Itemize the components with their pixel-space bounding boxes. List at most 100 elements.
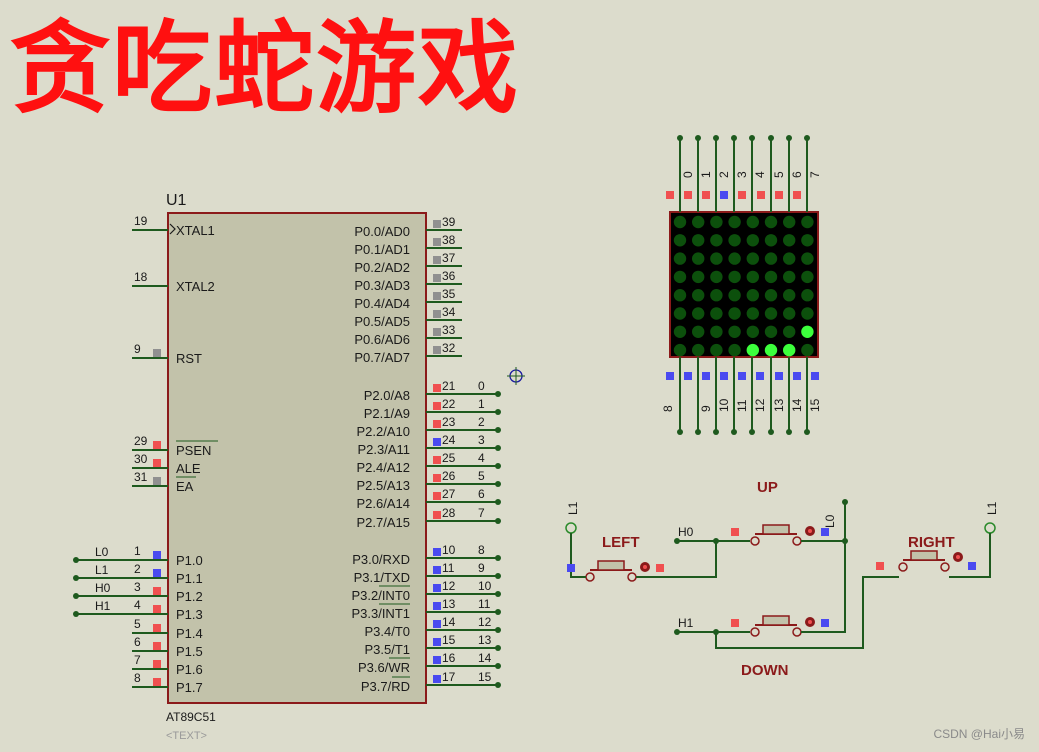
mcu-body <box>167 212 427 704</box>
net-label: 7 <box>478 506 485 520</box>
led-off <box>801 289 814 302</box>
matrix-bottom-pin-state <box>684 372 692 380</box>
net-label: 14 <box>478 651 492 665</box>
led-off <box>746 270 759 284</box>
down-button[interactable]: DOWN <box>741 615 815 679</box>
mcu-pin-state <box>153 678 161 686</box>
matrix-top-terminal <box>804 135 810 141</box>
mcu-pin-name: P3.1/TXD <box>354 570 410 585</box>
mcu-pin-state <box>153 569 161 577</box>
mcu-pin-state <box>153 660 161 668</box>
led-off <box>710 289 723 302</box>
mcu-pin-name: RST <box>176 351 202 366</box>
mcu-pin-state <box>433 511 441 519</box>
led-off <box>728 270 741 284</box>
net-terminal <box>495 409 501 415</box>
wire-l1-right <box>949 533 991 578</box>
mcu-pin-state <box>433 584 441 592</box>
mcu-pin-name: P2.0/A8 <box>364 388 410 403</box>
matrix-bottom-terminal <box>731 429 737 435</box>
switch-contact <box>750 536 760 546</box>
mcu-pin-number: 30 <box>134 452 148 466</box>
net-terminal <box>495 463 501 469</box>
led-off <box>710 234 723 247</box>
mcu-pin-state <box>433 220 441 228</box>
led-off <box>801 252 814 265</box>
switch-contact <box>627 572 637 582</box>
led-off <box>710 252 723 265</box>
mcu-pin-number: 34 <box>442 305 456 319</box>
net-label: 2 <box>478 415 485 429</box>
mcu-pin-state <box>433 292 441 300</box>
net-terminal <box>674 538 680 544</box>
led-off <box>710 325 723 338</box>
pin-state <box>731 528 739 536</box>
net-terminal <box>73 611 79 617</box>
pin-state <box>656 564 664 572</box>
mcu-pin-name: P1.1 <box>176 571 203 586</box>
mcu-pin-number: 29 <box>134 434 148 448</box>
pin-state <box>821 619 829 627</box>
mcu-pin-name: P0.5/AD5 <box>354 314 410 329</box>
mcu-pin-name: P2.5/A13 <box>357 478 411 493</box>
mcu-pin-number: 24 <box>442 433 456 447</box>
l1-terminal-icon <box>565 522 577 534</box>
led-off <box>710 343 723 357</box>
led-off <box>728 325 741 338</box>
page-title: 贪吃蛇游戏 <box>10 9 520 127</box>
mcu-pin-number: 8 <box>134 671 141 685</box>
mcu-pin-name: P2.3/A11 <box>357 442 410 457</box>
matrix-top-label: 0 <box>681 171 695 178</box>
mcu-pin-name: XTAL1 <box>176 223 215 238</box>
matrix-top-pin-state <box>775 191 783 199</box>
led-off <box>710 215 723 229</box>
wire-left-right <box>636 541 717 578</box>
net-label: 15 <box>478 670 492 684</box>
net-terminal <box>495 591 501 597</box>
up-button[interactable]: UP <box>750 479 815 546</box>
mcu-pin-number: 22 <box>442 397 456 411</box>
matrix-bottom-pin-state <box>775 372 783 380</box>
mcu-pin-state <box>433 310 441 318</box>
matrix-bottom-pin-state <box>756 372 764 380</box>
pin-state <box>968 562 976 570</box>
switch-contact <box>750 627 760 637</box>
switch-pointer-center <box>643 565 647 569</box>
mcu-pin-name: P0.1/AD1 <box>354 242 410 257</box>
switch-cap <box>762 615 790 626</box>
matrix-bottom-label: 8 <box>661 405 675 412</box>
matrix-top-pin-state <box>702 191 710 199</box>
mcu-pin-name: P1.0 <box>176 553 203 568</box>
matrix-top-pin-state <box>684 191 692 199</box>
led-off <box>692 270 705 284</box>
switch-cap <box>597 560 625 571</box>
mcu-pin-number: 16 <box>442 651 456 665</box>
mcu-chip[interactable]: U1 AT89C51 <TEXT> 19XTAL118XTAL29RST29PS… <box>73 192 525 742</box>
mcu-pin-number: 6 <box>134 635 141 649</box>
led-off <box>801 307 814 320</box>
matrix-bottom-label: 15 <box>808 398 822 412</box>
matrix-bottom-label: 9 <box>699 405 713 412</box>
net-terminal <box>73 593 79 599</box>
matrix-top-pin-state <box>738 191 746 199</box>
mcu-pin-name: EA <box>176 479 194 494</box>
switch-contact <box>940 562 950 572</box>
left-button[interactable]: LEFT <box>585 534 650 582</box>
mcu-pin-name: P0.7/AD7 <box>354 350 410 365</box>
led-off <box>692 289 705 302</box>
right-button[interactable]: RIGHT <box>898 534 963 572</box>
matrix-bottom-pin-state <box>666 372 674 380</box>
mcu-pin-number: 5 <box>134 617 141 631</box>
pin-state <box>731 619 739 627</box>
matrix-bottom-label: 13 <box>772 398 786 412</box>
net-terminal <box>495 391 501 397</box>
led-off <box>673 289 687 302</box>
up-button-label: UP <box>757 479 778 496</box>
matrix-top-label: 5 <box>772 171 786 178</box>
switch-contact <box>792 536 802 546</box>
mcu-pin-number: 33 <box>442 323 456 337</box>
led-on <box>801 325 814 338</box>
led-off <box>746 307 759 320</box>
mcu-pin-state <box>153 441 161 449</box>
